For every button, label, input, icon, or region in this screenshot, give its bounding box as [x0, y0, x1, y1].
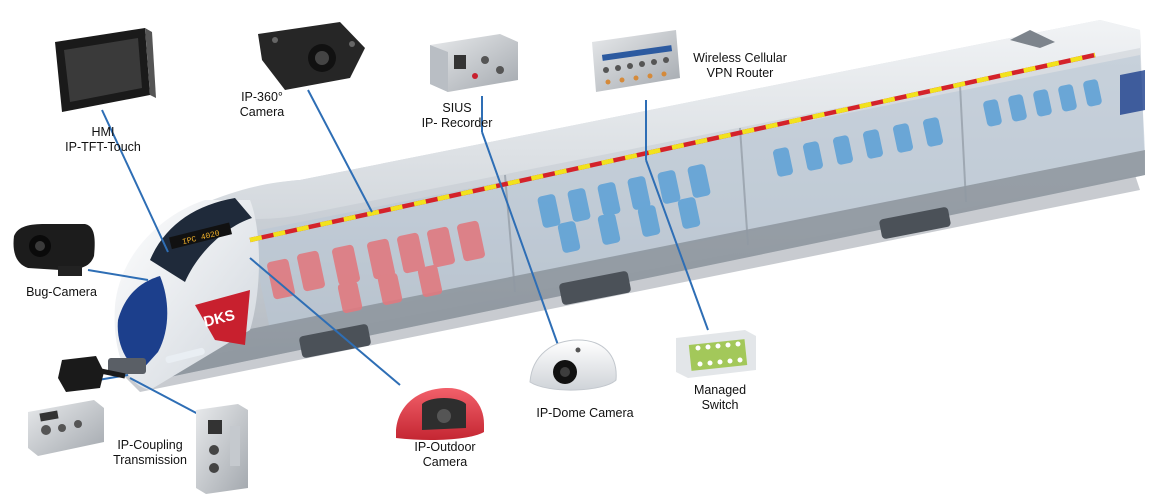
label-dome-line1: IP-Dome Camera: [536, 406, 634, 420]
destination-display: [168, 222, 233, 250]
label-outdoor: IP-Outdoor Camera: [400, 440, 490, 470]
recorder-icon: [430, 34, 518, 92]
camera-360-icon: [258, 22, 365, 90]
label-switch-line2: Switch: [701, 398, 739, 412]
leader-line-dome: [481, 131, 559, 346]
label-outdoor-line1: IP-Outdoor: [414, 440, 476, 454]
label-sius: SIUS IP- Recorder: [412, 101, 502, 131]
label-coupling: IP-Coupling Transmission: [100, 438, 200, 468]
label-ip360: IP-360° Camera: [222, 90, 302, 120]
dome-camera-icon: [529, 339, 617, 391]
label-bug: Bug-Camera: [14, 285, 109, 300]
leader-line-bug: [87, 269, 149, 281]
coupling-device-icon: [28, 356, 248, 494]
coupler: [108, 358, 146, 374]
label-switch-line1: Managed: [693, 383, 747, 397]
outdoor-camera-icon: [396, 388, 484, 440]
leader-line-ip360: [307, 89, 373, 213]
train-body: IPC 4020 DKS: [108, 20, 1145, 392]
label-sius-line1: SIUS: [442, 101, 472, 115]
network-switch-icon: [676, 330, 756, 378]
label-ip360-line1: IP-360°: [241, 90, 283, 104]
leader-line-outdoor: [249, 257, 401, 386]
label-bug-line1: Bug-Camera: [26, 285, 97, 299]
label-switch: Managed Switch: [680, 383, 760, 413]
label-router-line1: Wireless Cellular: [693, 51, 787, 65]
label-sius-line2: IP- Recorder: [421, 116, 493, 130]
seats-blue: [537, 79, 1102, 253]
leader-line-switch: [645, 159, 709, 331]
label-ip360-line2: Camera: [239, 105, 285, 119]
label-coupling-line2: Transmission: [113, 453, 187, 467]
label-hmi: HMI IP-TFT-Touch: [48, 125, 158, 155]
pantograph: [1010, 30, 1055, 48]
dks-livery: [195, 290, 250, 345]
leader-line-coupling: [129, 377, 201, 416]
label-router: Wireless Cellular VPN Router: [680, 51, 800, 81]
leader-line-hmi: [101, 109, 169, 253]
label-hmi-line2: IP-TFT-Touch: [65, 140, 141, 154]
monitor-icon: [55, 28, 156, 112]
leader-lines: [87, 89, 709, 416]
router-icon: [592, 30, 680, 92]
label-coupling-line1: IP-Coupling: [117, 438, 183, 452]
label-dome: IP-Dome Camera: [525, 406, 645, 421]
label-hmi-line1: HMI: [91, 125, 115, 139]
label-outdoor-line2: Camera: [422, 455, 468, 469]
label-router-line2: VPN Router: [706, 66, 774, 80]
bug-camera-icon: [13, 224, 95, 276]
